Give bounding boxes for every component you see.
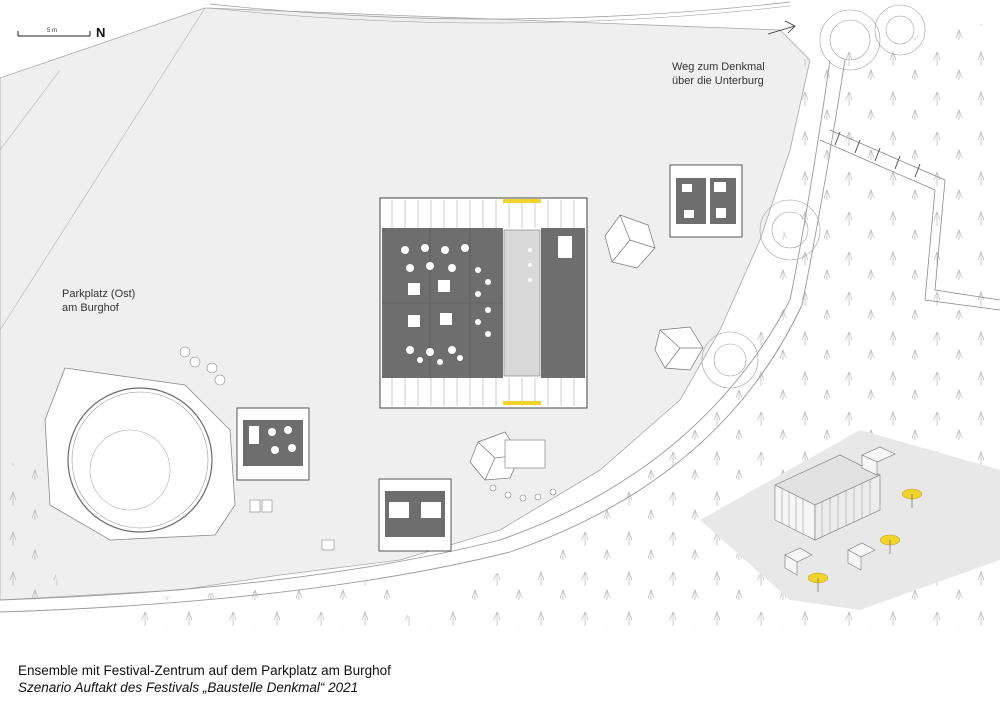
main-festival-tent — [379, 197, 588, 409]
north-arrow-icon — [767, 20, 796, 35]
scale-bar-label: 5 m — [47, 28, 58, 34]
scale-bar — [17, 31, 91, 37]
perspective-inset — [700, 430, 1000, 610]
access-road — [0, 59, 846, 613]
pavilion-upper-right — [669, 164, 743, 238]
parking-label-line1: Parkplatz (Ost) — [62, 288, 136, 300]
path-label-line1: Weg zum Denkmal — [672, 61, 765, 73]
pavilion-left — [236, 407, 310, 481]
umbrellas — [469, 214, 704, 481]
caption-title: Ensemble mit Festival-Zentrum auf dem Pa… — [18, 663, 391, 678]
site-plan — [0, 0, 1000, 630]
fence-line — [209, 1, 791, 24]
pavilion-bottom — [378, 478, 452, 552]
scattered-seating — [179, 346, 557, 551]
round-stage — [44, 367, 236, 541]
stair-path — [819, 129, 1000, 311]
caption-subtitle: Szenario Auftakt des Festivals „Baustell… — [18, 680, 359, 695]
north-label: N — [96, 25, 106, 40]
path-label-line2: über die Unterburg — [672, 75, 764, 87]
parking-label-line2: am Burghof — [62, 302, 119, 314]
